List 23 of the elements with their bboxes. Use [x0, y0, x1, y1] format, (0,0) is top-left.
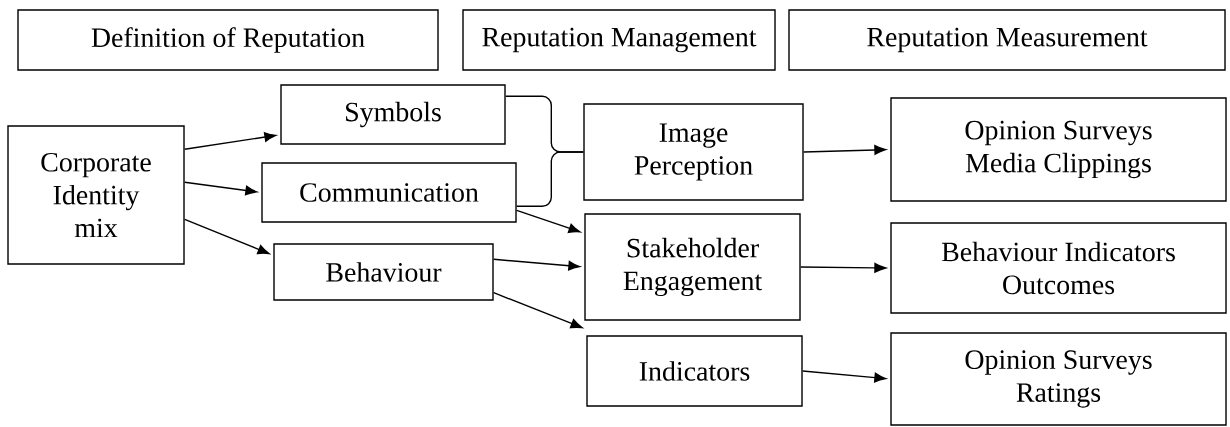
- process-box: Corporate Identity mix: [7, 125, 185, 265]
- arrow: [184, 218, 270, 255]
- process-box: Stakeholder Engagement: [584, 213, 801, 321]
- process-box: Image Perception: [583, 103, 804, 201]
- arrow: [803, 145, 887, 155]
- process-box: Opinion Surveys Media Clippings: [890, 97, 1227, 202]
- arrow: [800, 262, 887, 273]
- arrow: [493, 292, 583, 329]
- process-box: Communication: [261, 162, 517, 223]
- process-box: Behaviour Indicators Outcomes: [890, 222, 1227, 314]
- process-box: Indicators: [586, 335, 803, 407]
- arrow: [516, 209, 581, 234]
- heading-box: Reputation Measurement: [788, 9, 1226, 71]
- process-box: Behaviour: [273, 243, 494, 301]
- arrow: [493, 258, 581, 271]
- arrow: [802, 370, 887, 383]
- process-box: Symbols: [280, 84, 506, 145]
- process-box: Opinion Surveys Ratings: [890, 332, 1227, 426]
- brace-connector: [516, 151, 584, 207]
- arrow: [184, 132, 277, 150]
- heading-box: Definition of Reputation: [17, 9, 439, 71]
- arrow: [184, 181, 258, 196]
- heading-box: Reputation Management: [462, 9, 776, 71]
